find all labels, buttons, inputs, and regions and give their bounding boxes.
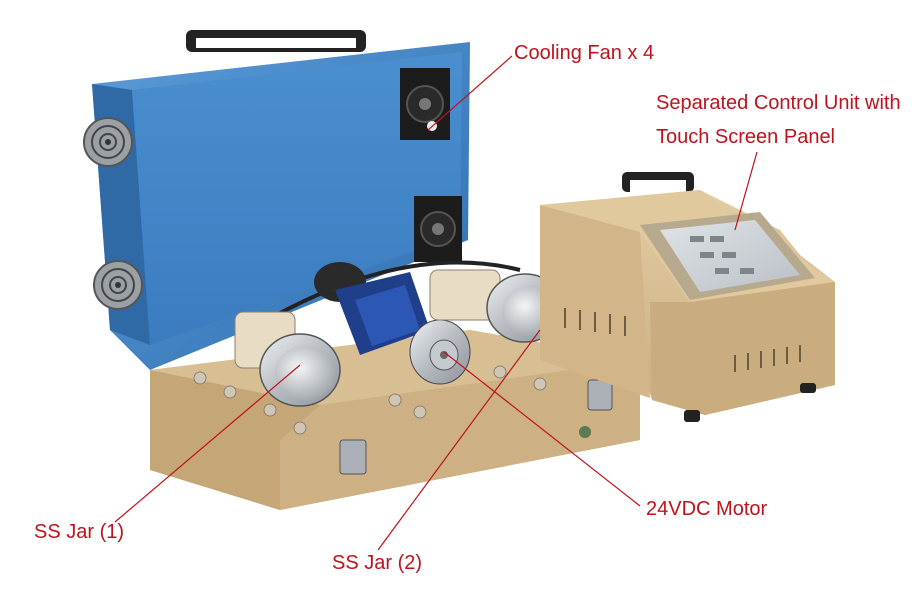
label-jar2: SS Jar (2): [332, 552, 423, 574]
inner-fan-bottom: [414, 196, 462, 262]
label-jar1: SS Jar (1): [34, 521, 125, 543]
label-cooling-fan: Cooling Fan x 4: [514, 42, 655, 64]
motor: [314, 262, 471, 385]
label-control-unit-line1: Separated Control Unit with: [656, 92, 901, 114]
jar-1: [234, 311, 341, 407]
front-latch: [339, 439, 367, 475]
label-control-unit-line2: Touch Screen Panel: [656, 126, 836, 148]
cooling-fan-leader: [427, 55, 513, 131]
jar2-leader: [377, 329, 541, 551]
side-fan-top: [83, 117, 133, 167]
blue-lid: [83, 30, 470, 370]
motor-leader: [443, 351, 641, 507]
annotation-lines: [114, 55, 758, 551]
side-fan-bottom: [93, 260, 143, 310]
jar1-leader: [114, 364, 301, 523]
control-unit-leader: [734, 151, 758, 231]
control-vents: [564, 308, 801, 372]
label-motor: 24VDC Motor: [646, 498, 768, 520]
side-latch: [587, 379, 613, 411]
control-unit: [540, 172, 835, 422]
drive-belt: [248, 260, 521, 332]
inner-fan-top: [400, 68, 450, 140]
